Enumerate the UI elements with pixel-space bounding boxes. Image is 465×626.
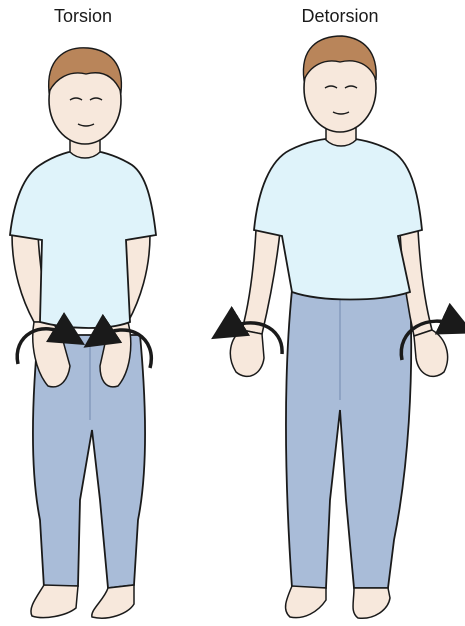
detorsion-left-foot: [286, 586, 326, 618]
detorsion-shirt: [254, 138, 422, 300]
detorsion-pants: [286, 290, 411, 588]
torsion-figure: [10, 48, 156, 618]
detorsion-left-hand: [230, 330, 264, 376]
detorsion-left-arm: [242, 230, 280, 334]
detorsion-right-foot: [353, 588, 390, 618]
torsion-right-foot: [92, 585, 134, 618]
detorsion-right-hand: [414, 330, 448, 376]
detorsion-figure: [226, 36, 458, 618]
torsion-left-foot: [31, 585, 78, 618]
